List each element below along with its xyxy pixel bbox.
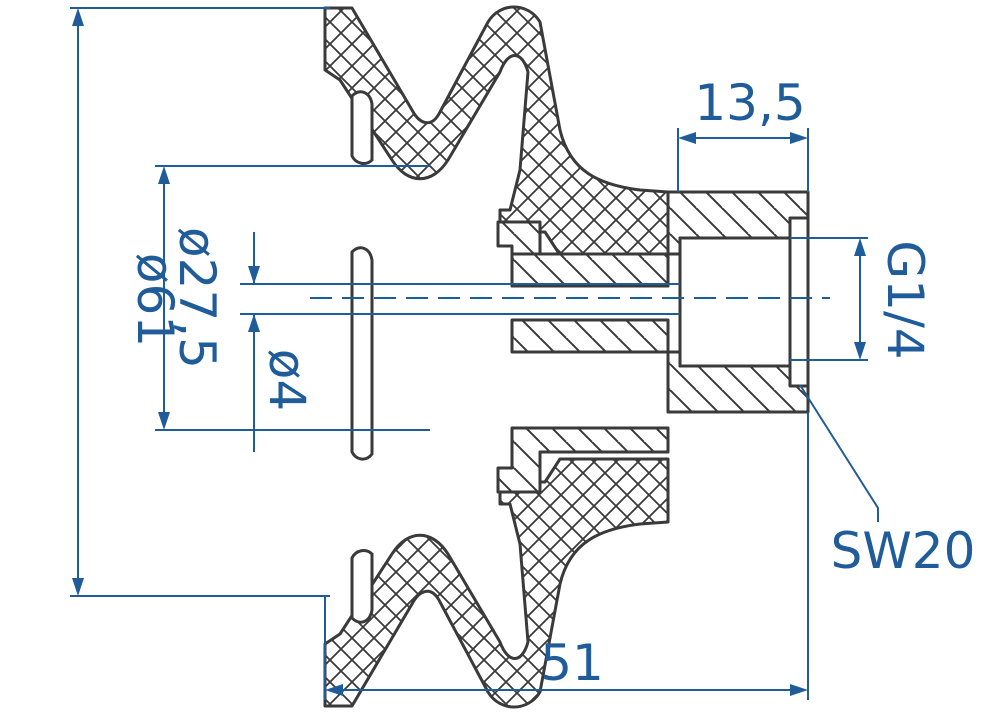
bellows-lower-wall: [323, 457, 670, 709]
dim-inner-diameter: ø27,5: [155, 165, 430, 431]
bore-diameter-label: ø4: [258, 349, 316, 411]
stem-lower: [510, 318, 670, 354]
wrench-size-label: SW20: [831, 522, 976, 580]
hex-nut-lower: [666, 350, 810, 414]
thread-label: G1/4: [876, 240, 934, 359]
lower-lip-slot: [350, 549, 374, 624]
stem-upper: [510, 252, 670, 288]
dim-wrench-size: SW20: [799, 384, 976, 580]
dim-thread: G1/4: [790, 237, 934, 361]
dim-bore-diameter: ø4: [248, 232, 316, 452]
dim-overall-diameter: ø61: [70, 7, 330, 597]
hex-nut-upper: [666, 190, 810, 256]
bellows-upper-wall: [323, 5, 670, 257]
inner-diameter-label: ø27,5: [168, 227, 226, 369]
nut-length-label: 13,5: [694, 74, 805, 132]
dim-total-height: 51: [324, 412, 809, 700]
total-height-label: 51: [540, 634, 604, 692]
center-lip-slot: [350, 246, 374, 461]
insert-flange-lower: [496, 426, 670, 494]
dim-nut-length: 13,5: [677, 74, 809, 192]
overall-diameter-label: ø61: [126, 253, 184, 347]
bellows-body: [323, 5, 670, 709]
threaded-bore: [678, 236, 792, 368]
upper-lip-slot: [350, 90, 374, 165]
